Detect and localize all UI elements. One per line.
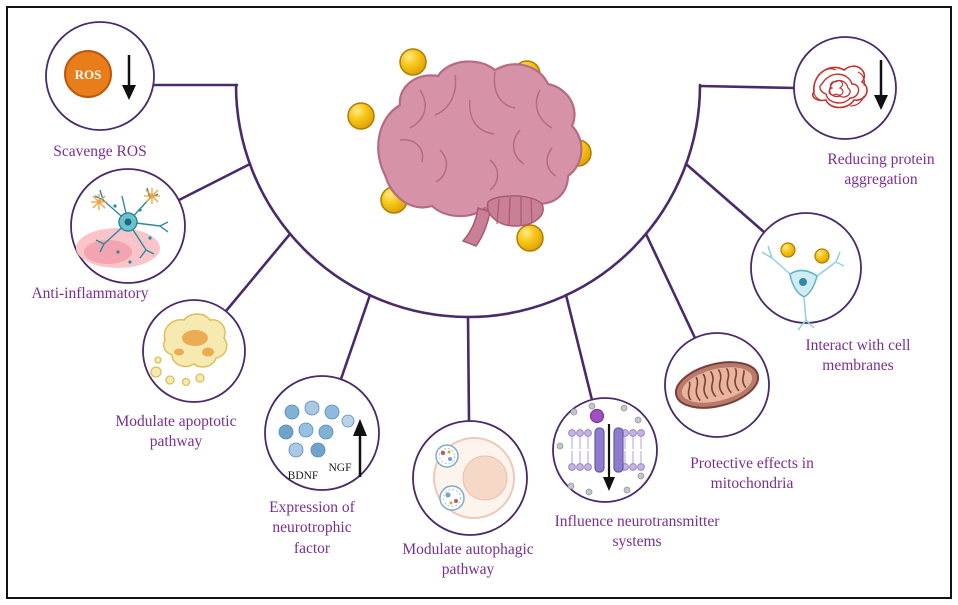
mitochondria-icon — [674, 361, 760, 409]
gold-nanoparticle — [516, 224, 544, 252]
down-arrow-icon — [874, 60, 888, 110]
node-label-scavenge-ros: Scavenge ROS — [53, 143, 147, 160]
node-circle-neurotransmitter — [552, 397, 658, 503]
brain-illustration — [377, 60, 583, 247]
ros-ball-down-arrow-icon: ROS — [64, 50, 136, 100]
down-arrow-icon — [122, 55, 136, 100]
ros-text: ROS — [75, 67, 102, 82]
gold-nanoparticle — [399, 48, 427, 76]
membrane-channel-down-arrow-icon — [556, 402, 645, 496]
gold-nanoparticle — [347, 102, 375, 130]
autophagic-cell-icon — [433, 437, 515, 519]
spoke-neurotrophic — [339, 293, 372, 381]
node-label-neurotransmitter: Influence neurotransmitter systems — [554, 513, 720, 551]
protein-tangle-down-arrow-icon — [811, 60, 888, 110]
node-label-neurotrophic: Expression of neurotrophic factor — [269, 499, 355, 557]
inflamed-neuron-icon — [76, 187, 169, 268]
up-arrow-icon — [353, 419, 367, 477]
neurotransmitter-molecule-icon — [589, 408, 605, 424]
node-label-anti-inflammatory: Anti-inflammatory — [31, 285, 149, 302]
spoke-membranes — [684, 162, 766, 234]
node-label-aggregation: Reducing protein aggregation — [827, 151, 935, 189]
ngf-text: NGF — [328, 462, 351, 474]
node-circle-aggregation — [793, 36, 897, 140]
cerebellum — [486, 195, 544, 227]
node-label-autophagic: Modulate autophagic pathway — [402, 541, 534, 579]
apoptotic-cell-icon — [150, 313, 228, 387]
brainstem — [461, 207, 491, 247]
autophagosome-icon — [435, 444, 459, 468]
node-label-membranes: Interact with cell membranes — [805, 337, 911, 375]
spoke-mitochondria — [644, 232, 697, 340]
spoke-aggregation — [698, 84, 797, 90]
node-label-mitochondria: Protective effects in mitochondria — [690, 455, 814, 493]
gold-nanoparticle — [814, 248, 830, 264]
down-arrow-icon — [603, 424, 615, 491]
neuron-with-nanoparticles-icon — [761, 242, 845, 331]
inflammation-spark-icon — [91, 188, 160, 210]
node-label-apoptotic: Modulate apoptotic pathway — [115, 413, 237, 451]
bdnf-text: BDNF — [288, 470, 319, 482]
spoke-neurotransmitter — [564, 293, 594, 402]
node-circle-membranes — [750, 212, 862, 324]
gold-nanoparticle — [780, 242, 796, 258]
autophagosome-icon — [439, 485, 465, 511]
connector-lines — [151, 83, 797, 423]
spoke-apoptotic — [224, 232, 292, 313]
spoke-autophagic — [466, 315, 471, 423]
neurotrophic-dots-up-arrow-icon: BDNF NGF — [278, 400, 367, 482]
spoke-anti-inflammatory — [177, 162, 252, 202]
